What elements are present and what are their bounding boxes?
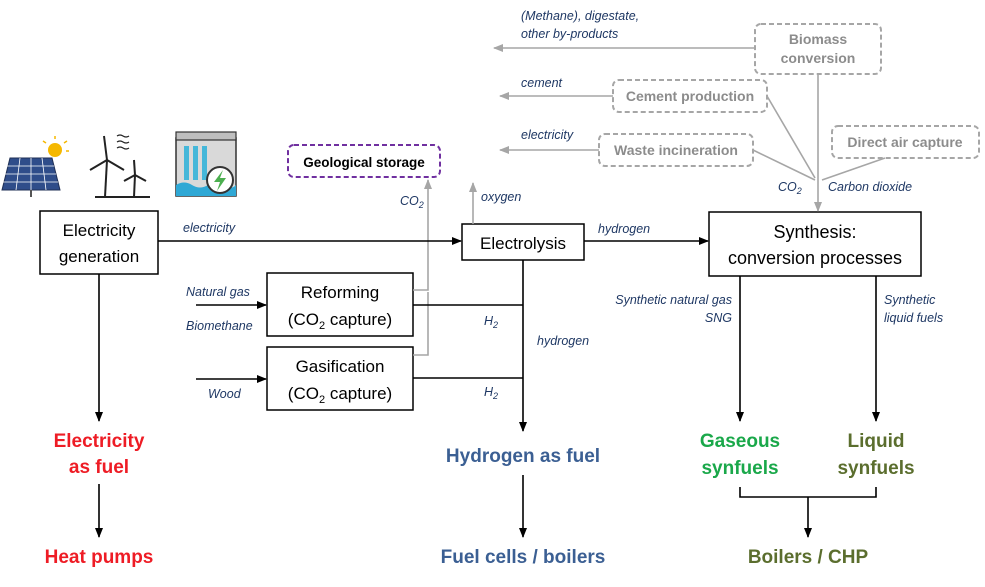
biomass-line1: Biomass [789, 31, 848, 47]
boilers-chp-label: Boilers / CHP [748, 547, 869, 568]
electrolysis-label: Electrolysis [480, 234, 566, 253]
node-synthesis: Synthesis: conversion processes [708, 211, 922, 277]
geological-storage-label: Geological storage [303, 155, 425, 170]
reforming-line1: Reforming [301, 283, 379, 302]
gasification-line1: Gasification [296, 357, 385, 376]
node-geological-storage: Geological storage [287, 144, 441, 178]
node-gasification: Gasification (CO2 capture) [266, 346, 414, 411]
gray-flows [413, 44, 886, 356]
liquid-line1: Liquid [848, 431, 905, 452]
electricity-fuel-line1: Electricity [54, 431, 145, 452]
node-electricity-generation: Electricity generation [39, 210, 159, 275]
hydrogen-down-label: hydrogen [537, 334, 589, 348]
h2-label-gasification: H2 [484, 385, 498, 401]
solar-panel-icon [1, 136, 69, 197]
node-cement-production: Cement production [612, 79, 768, 113]
heat-pumps-label: Heat pumps [45, 547, 154, 568]
cement-production-label: Cement production [626, 88, 754, 104]
methane-byproducts-line1: (Methane), digestate, [521, 9, 639, 23]
electricity-label: electricity [183, 221, 236, 235]
waste-incineration-label: Waste incineration [614, 142, 738, 158]
node-reforming: Reforming (CO2 capture) [266, 272, 414, 337]
node-waste-incineration: Waste incineration [598, 133, 754, 167]
oxygen-label: oxygen [481, 190, 521, 204]
node-electrolysis: Electrolysis [461, 223, 585, 261]
biomethane-label: Biomethane [186, 319, 253, 333]
direct-air-capture-label: Direct air capture [847, 134, 962, 150]
carbon-dioxide-label: Carbon dioxide [828, 180, 912, 194]
gaseous-line1: Gaseous [700, 431, 780, 452]
co2-storage-arrow [413, 179, 432, 291]
gasification-line2: (CO2 capture) [288, 384, 392, 406]
wood-label: Wood [208, 387, 242, 401]
synthetic-liquid-line1: Synthetic [884, 293, 936, 307]
electricity-waste-label: electricity [521, 128, 574, 142]
natural-gas-label: Natural gas [186, 285, 250, 299]
electricity-fuel-line2: as fuel [69, 457, 129, 478]
wind-turbine-icon [89, 134, 150, 198]
electricity-generation-line1: Electricity [63, 221, 136, 240]
sng-line1: Synthetic natural gas [615, 293, 732, 307]
electricity-generation-line2: generation [59, 247, 139, 266]
synthetic-liquid-line2: liquid fuels [884, 311, 943, 325]
h2-label-reforming: H2 [484, 314, 498, 330]
sng-line2: SNG [705, 311, 732, 325]
hydrogen-right-label: hydrogen [598, 222, 650, 236]
cement-label: cement [521, 76, 563, 90]
hydro-dam-icon [175, 131, 237, 197]
biomass-line2: conversion [781, 50, 856, 66]
synthesis-line1: Synthesis: [773, 222, 856, 242]
co2-synthesis-label: CO2 [778, 180, 802, 196]
gaseous-line2: synfuels [701, 458, 778, 479]
fuel-cells-label: Fuel cells / boilers [441, 547, 606, 568]
liquid-line2: synfuels [837, 458, 914, 479]
co2-storage-label: CO2 [400, 194, 424, 210]
synthesis-line2: conversion processes [728, 248, 902, 268]
reforming-line2: (CO2 capture) [288, 310, 392, 332]
node-biomass-conversion: Biomass conversion [754, 23, 882, 75]
black-flows [95, 237, 880, 538]
methane-byproducts-line2: other by-products [521, 27, 618, 41]
node-direct-air-capture: Direct air capture [831, 125, 980, 159]
hydrogen-fuel-label: Hydrogen as fuel [446, 446, 600, 467]
